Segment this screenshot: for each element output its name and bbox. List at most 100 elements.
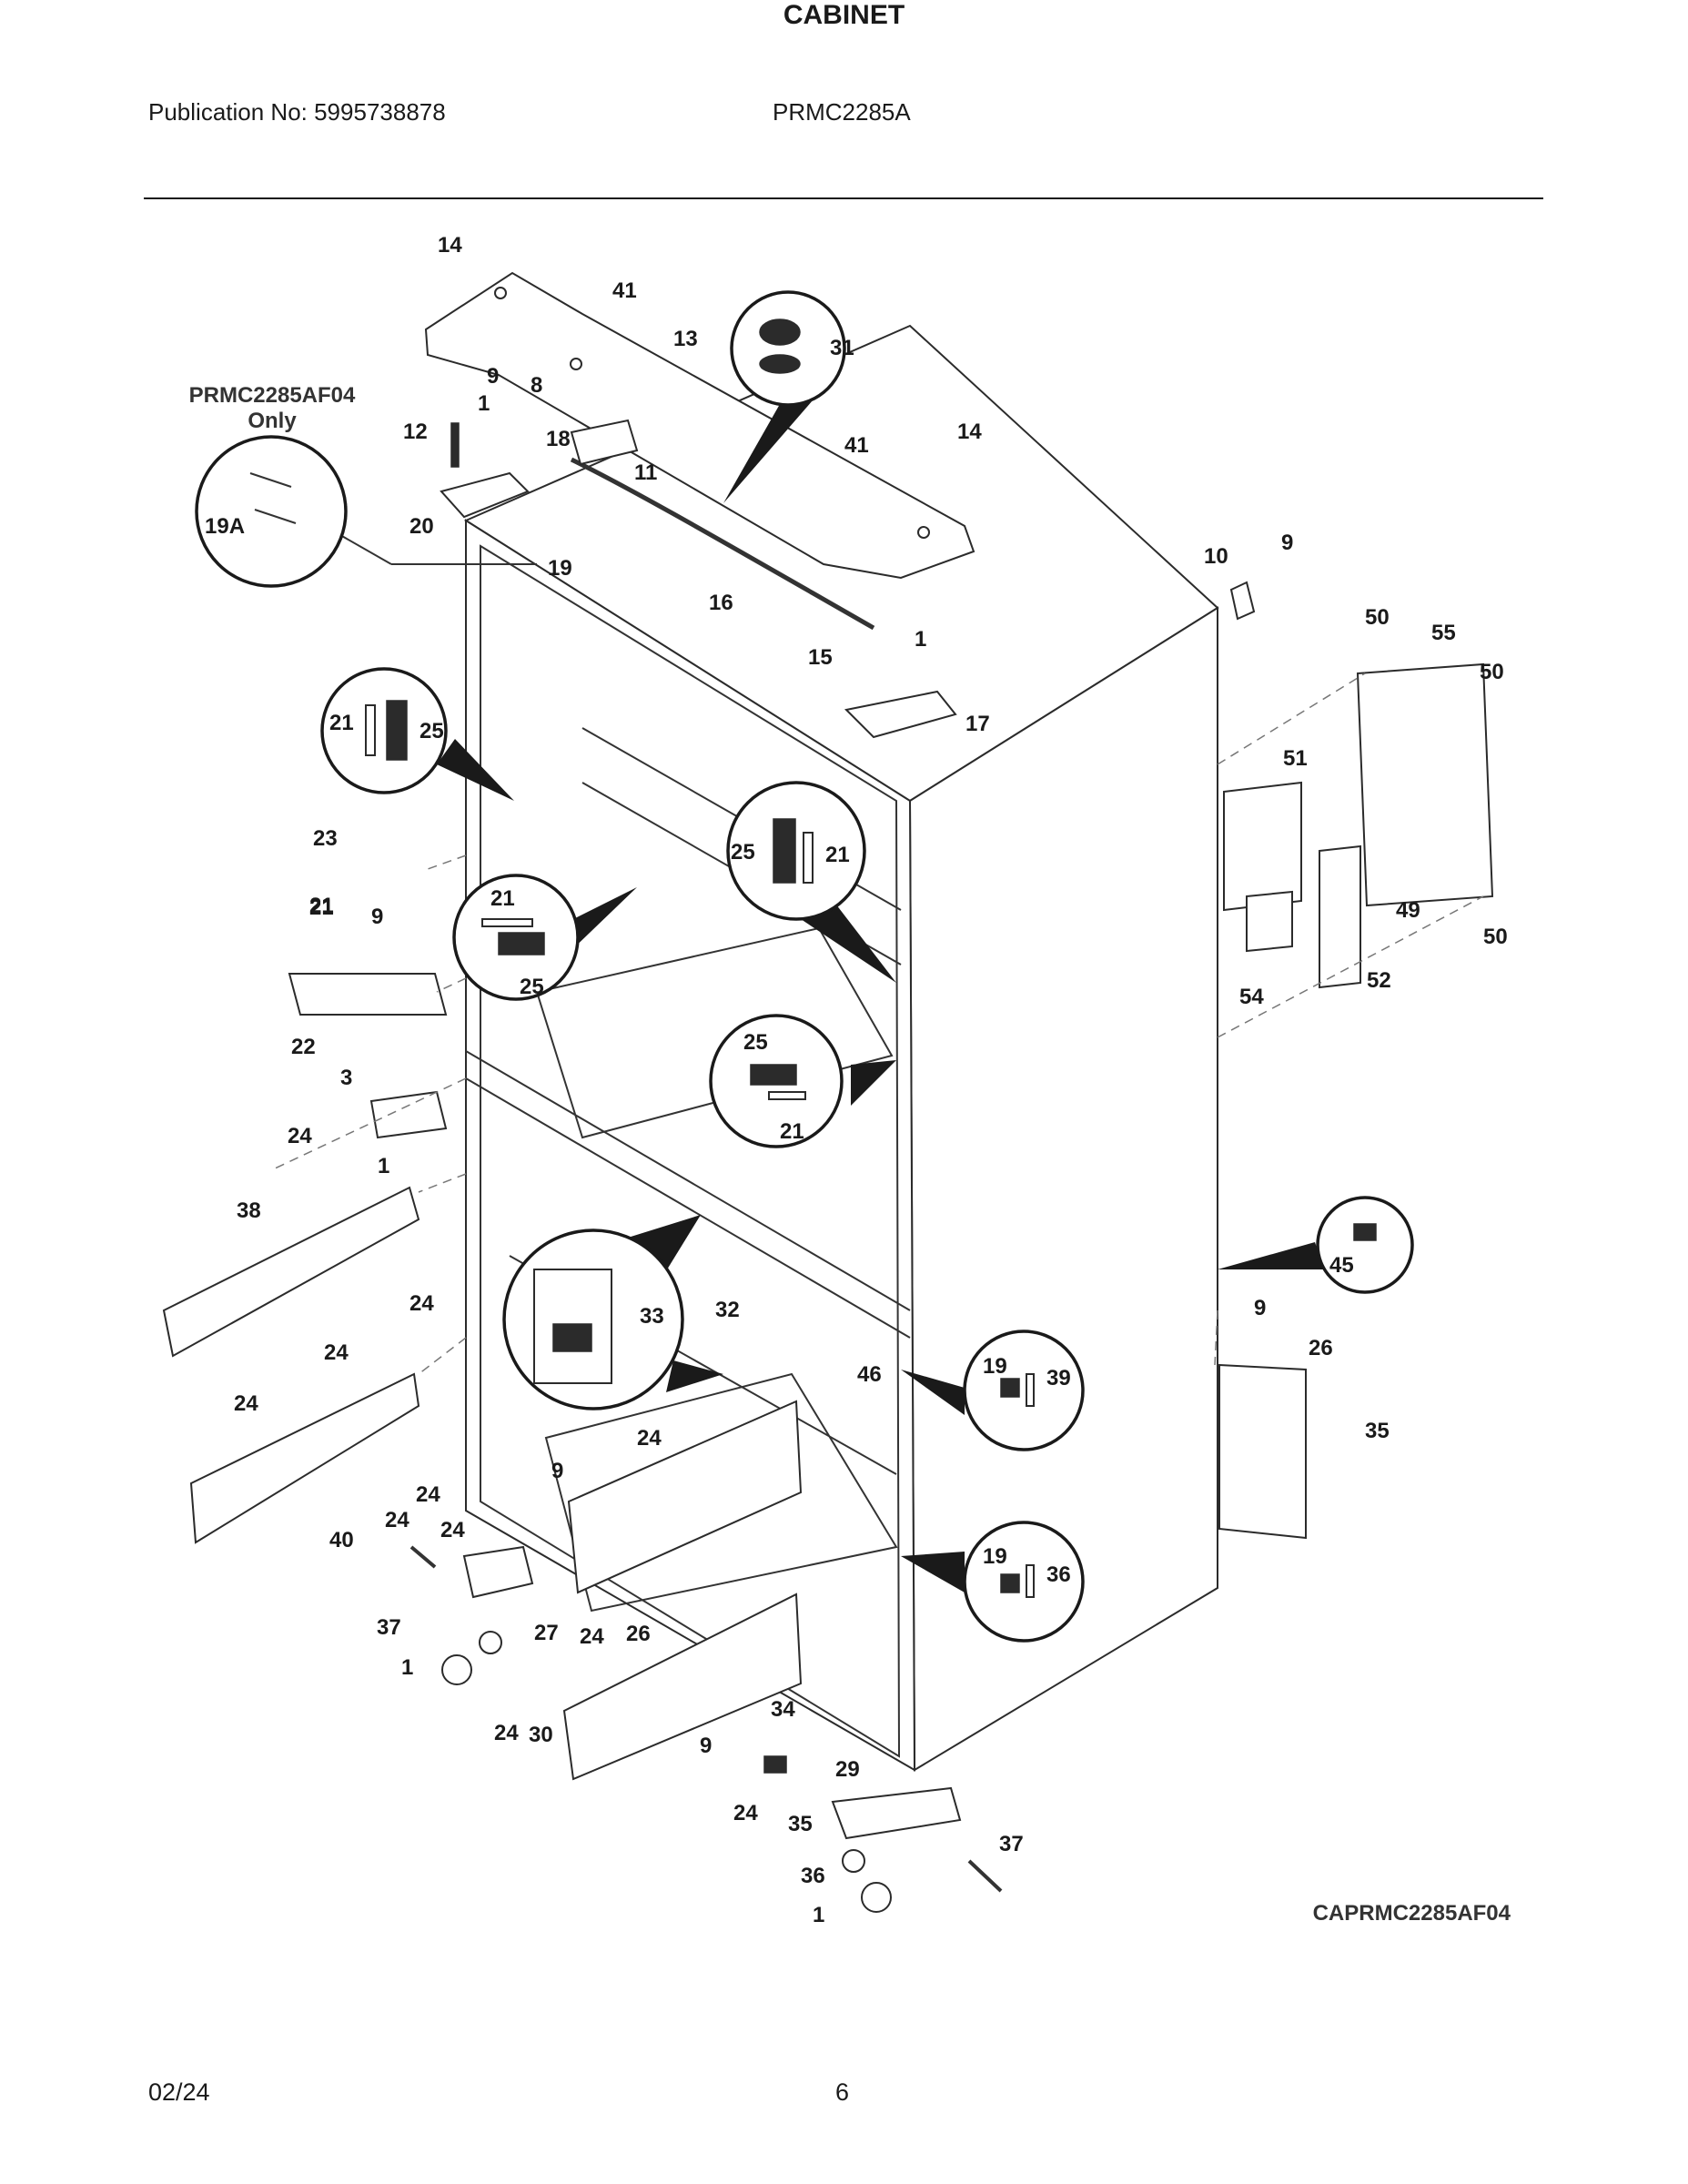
page-number: 6 [835,2078,850,2106]
variant-note-line1: PRMC2285AF04 [189,383,356,408]
callout: 9 [551,1459,563,1483]
callout: 51 [1283,746,1308,771]
detail-31 [723,290,846,503]
board-52 [1319,844,1361,989]
callout: 26 [1309,1336,1333,1360]
callout: 24 [324,1340,349,1365]
callout: 55 [1431,621,1456,645]
callout: 3 [340,1066,352,1090]
callout: 21 [309,895,334,920]
drawer-rail-27 [567,1400,803,1594]
callout: 24 [637,1426,662,1451]
callout: 24 [733,1801,758,1825]
control-board-51 [1223,781,1302,912]
callout: 1 [915,627,926,652]
callout: 35 [1365,1419,1390,1443]
lower-hinge-40 [462,1545,534,1599]
roller-37 [479,1631,502,1654]
detail-19A [195,435,537,588]
callout: 1 [813,1903,824,1927]
callout: 23 [313,826,338,851]
callout: 18 [546,427,571,451]
callout: 10 [1204,544,1228,569]
callout: 17 [965,712,990,736]
drawer-rail-30 [562,1592,803,1781]
callout: 24 [440,1518,465,1542]
detail-45 [1218,1196,1414,1294]
callout: 41 [844,433,869,458]
callout: 19 [548,556,572,581]
callout: 22 [291,1035,316,1059]
reference-lines [272,672,1484,1375]
detail-25-21-right [726,781,896,983]
callout: 25 [743,1030,768,1055]
callout: 26 [626,1622,651,1646]
callout: 40 [329,1528,354,1552]
board-54 [1246,890,1293,953]
callout: 24 [416,1482,440,1507]
cover-hole [570,358,582,370]
callout-labels: 14 41 13 31 9 8 1 12 18 11 41 14 20 19A … [205,233,1508,1927]
cabinet-front-frame [480,544,901,1758]
hinge-pin-12 [450,422,460,468]
callout: 19A [205,514,245,539]
callout: 11 [634,460,657,485]
cover-hole [494,287,507,299]
callout: 8 [531,373,542,398]
callout: 45 [1329,1253,1354,1278]
callout: 27 [534,1621,559,1645]
callout: 20 [409,514,434,539]
callout: 37 [999,1832,1024,1856]
section-title: CABINET [783,0,905,30]
pin-35 [409,1545,437,1569]
detail-21-25-left [452,874,637,1001]
callout: 1 [378,1154,389,1178]
variant-note-line2: Only [248,409,297,433]
cover-22 [288,973,448,1016]
callout: 34 [771,1697,795,1722]
detail-21-25-upper [320,667,514,801]
callout: 1 [478,391,490,416]
callout: 39 [1046,1366,1071,1390]
callout: 46 [857,1362,882,1387]
callout: 14 [957,420,982,444]
lower-hinge-34 [831,1786,962,1840]
top-hinge-cover [424,271,975,580]
freezer-divider-lower [465,1077,911,1339]
callout: 9 [487,364,499,389]
crisper-floor [535,926,894,1139]
callout: 25 [419,719,444,743]
callout: 25 [520,975,544,999]
callout: 15 [808,645,833,670]
freezer-divider [465,1050,911,1311]
detail-33 [502,1215,723,1410]
kickplate-39 [189,1372,420,1544]
header-divider [144,197,1543,199]
upper-hinge-20 [440,471,530,519]
cover-hole [917,526,930,539]
figure-code: CAPRMC2285AF04 [1313,1901,1511,1926]
callout: 9 [1254,1296,1266,1320]
callout: 50 [1365,605,1390,630]
bracket-11 [570,419,639,466]
callout: 21 [490,886,515,911]
callout: 38 [237,1198,261,1223]
model-number: PRMC2285A [773,98,911,126]
callout: 21 [825,843,850,867]
callout: 52 [1367,968,1391,993]
callout: 35 [788,1812,813,1836]
callout: 31 [830,336,854,360]
callout: 19 [983,1544,1007,1569]
callout: 29 [835,1757,860,1782]
callout: 33 [640,1304,664,1329]
callout: 36 [1046,1562,1071,1587]
footer-date: 02/24 [148,2078,210,2106]
callout: 24 [409,1291,434,1316]
callout: 9 [1281,531,1293,555]
callout: 21 [780,1119,804,1144]
grille-46 [1218,1363,1307,1540]
detail-26-19-upper [901,1330,1085,1451]
callout: 24 [234,1391,258,1416]
callout: 25 [731,840,755,864]
callout: 24 [494,1721,519,1745]
